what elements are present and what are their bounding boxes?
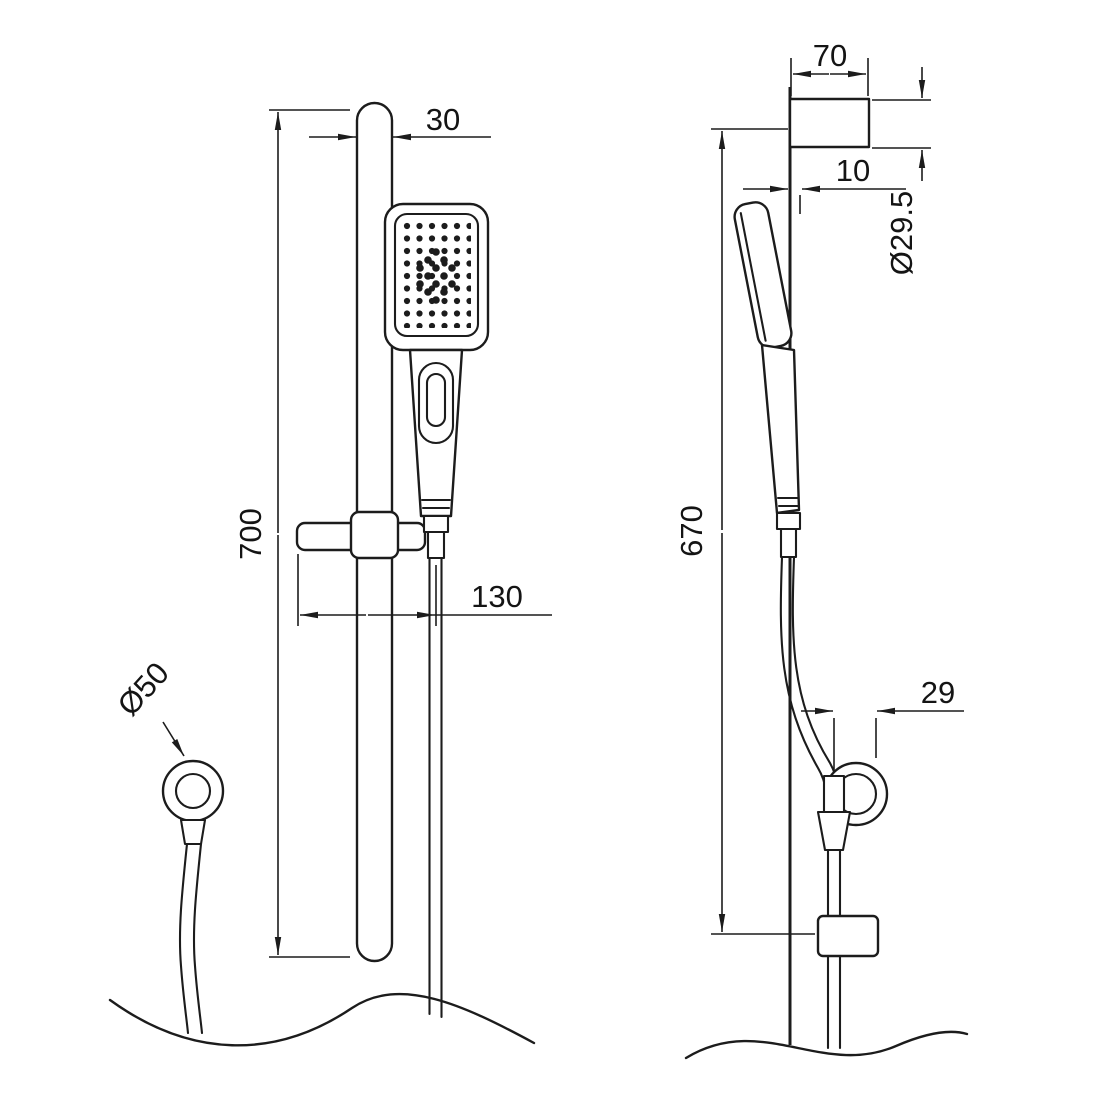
hand-shower-head xyxy=(383,202,490,352)
center-nozzle-cluster xyxy=(416,248,456,304)
spray-nozzles xyxy=(402,221,471,328)
dim-label-bracket-diameter: Ø29.5 xyxy=(884,191,919,275)
dim-label-outlet-diameter: Ø50 xyxy=(111,655,176,722)
hose-nut xyxy=(422,514,450,534)
wall-outlet-ring xyxy=(161,759,225,1035)
bottom-slide-clip xyxy=(816,914,880,958)
dim-rail-length: 700 xyxy=(233,109,350,958)
dim-outlet-diameter: Ø50 xyxy=(111,655,185,757)
hand-shower-head-side xyxy=(733,201,793,349)
dim-bracket-to-hose: 130 xyxy=(297,554,552,626)
shower-handle-side xyxy=(760,343,802,559)
dim-label-rail-length: 700 xyxy=(233,508,268,560)
hose-holder xyxy=(816,761,889,852)
dim-label-holder-offset: 29 xyxy=(921,675,955,710)
dim-top-bracket-depth: 70 xyxy=(790,38,869,96)
shower-handle xyxy=(408,348,464,560)
dim-head-wall-gap: 10 xyxy=(743,153,906,214)
dim-label-side-overall: 670 xyxy=(674,505,709,557)
dim-label-bracket-to-hose: 130 xyxy=(471,579,523,614)
dim-label-head-wall-gap: 10 xyxy=(836,153,870,188)
break-line-right xyxy=(684,1030,969,1060)
dim-rail-width: 30 xyxy=(309,102,491,141)
dim-label-top-bracket-depth: 70 xyxy=(813,38,847,73)
side-view: 670 70 Ø29.5 10 xyxy=(674,38,969,1060)
dim-bracket-diameter: Ø29.5 xyxy=(872,67,931,275)
top-wall-bracket xyxy=(788,97,871,149)
shower-hose-front xyxy=(428,556,443,1019)
dim-side-overall: 670 xyxy=(674,128,815,935)
outlet-nut xyxy=(179,818,207,846)
front-view: 700 30 xyxy=(108,101,552,1047)
dim-holder-offset: 29 xyxy=(801,675,964,770)
break-line-left xyxy=(108,992,536,1047)
slider-bracket xyxy=(295,510,427,560)
holder-clip xyxy=(816,810,852,852)
dim-label-rail-width: 30 xyxy=(426,102,460,137)
